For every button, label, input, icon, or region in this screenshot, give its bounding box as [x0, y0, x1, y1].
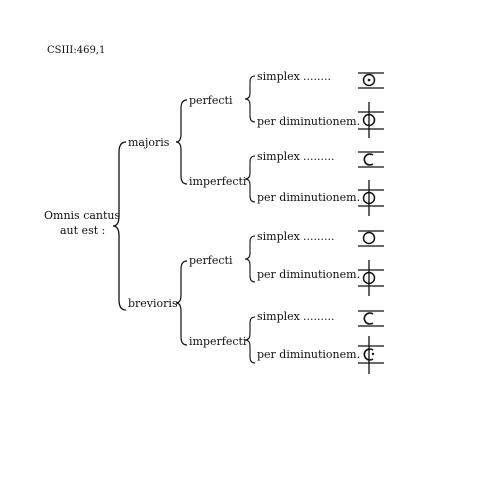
staff-8	[358, 336, 384, 374]
leaf-maj-imperf-dimin: per diminutionem.	[257, 191, 360, 204]
staff-2	[358, 102, 384, 138]
mensuration-sign-semicircle-icon	[363, 312, 374, 325]
majoris-brace	[175, 99, 188, 185]
staff-5	[358, 230, 384, 247]
root-label-line1: Omnis cantus	[44, 209, 121, 222]
mensuration-sign-circle-dot-stroke-icon	[362, 271, 376, 285]
maj-perf-brace	[244, 75, 256, 123]
reference-label: CSIII:469,1	[47, 45, 105, 56]
staff-3	[358, 151, 384, 168]
leaf-maj-perf-simplex: simplex	[257, 70, 301, 83]
leaf-brev-perf-simplex-dots: .........	[303, 230, 334, 243]
leaf-brev-perf-simplex: simplex	[257, 230, 301, 243]
leaf-maj-perf-simplex-dots: ........	[303, 70, 331, 83]
mensuration-sign-semicircle-dot-stroke-icon	[363, 348, 375, 361]
leaf-brev-imperf-dimin: per diminutionem.	[257, 348, 360, 361]
brevioris-perfecti-label: perfecti	[189, 254, 233, 267]
maj-imperf-brace	[244, 155, 256, 203]
leaf-maj-perf-dimin: per diminutionem.	[257, 115, 360, 128]
staff-4	[358, 180, 384, 216]
mensuration-sign-circle-dot-stroke-icon	[362, 113, 376, 127]
leaf-maj-imperf-simplex-dots: .........	[303, 150, 334, 163]
brevioris-imperfecti-label: imperfecti	[189, 335, 247, 348]
brevioris-brace	[175, 260, 188, 346]
root-label-line2: aut est :	[60, 224, 105, 237]
leaf-maj-imperf-simplex: simplex	[257, 150, 301, 163]
mensuration-sign-circle-icon	[362, 231, 376, 245]
leaf-brev-perf-dimin: per diminutionem.	[257, 268, 360, 281]
majoris-imperfecti-label: imperfecti	[189, 175, 247, 188]
mensuration-sign-semicircle-icon	[363, 153, 374, 166]
leaf-brev-imperf-simplex: simplex	[257, 310, 301, 323]
staff-7	[358, 310, 384, 327]
majoris-perfecti-label: perfecti	[189, 94, 233, 107]
mensuration-sign-circle-stroke-icon	[362, 191, 376, 205]
mensuration-sign-circle-dot-icon	[362, 73, 376, 87]
branch-majoris-label: majoris	[128, 136, 170, 149]
branch-brevioris-label: brevioris	[128, 297, 178, 310]
leaf-brev-imperf-simplex-dots: .........	[303, 310, 334, 323]
brev-perf-brace	[244, 235, 256, 283]
brev-imperf-brace	[244, 316, 256, 364]
root-brace	[112, 141, 127, 311]
staff-1	[358, 72, 384, 89]
staff-6	[358, 260, 384, 296]
